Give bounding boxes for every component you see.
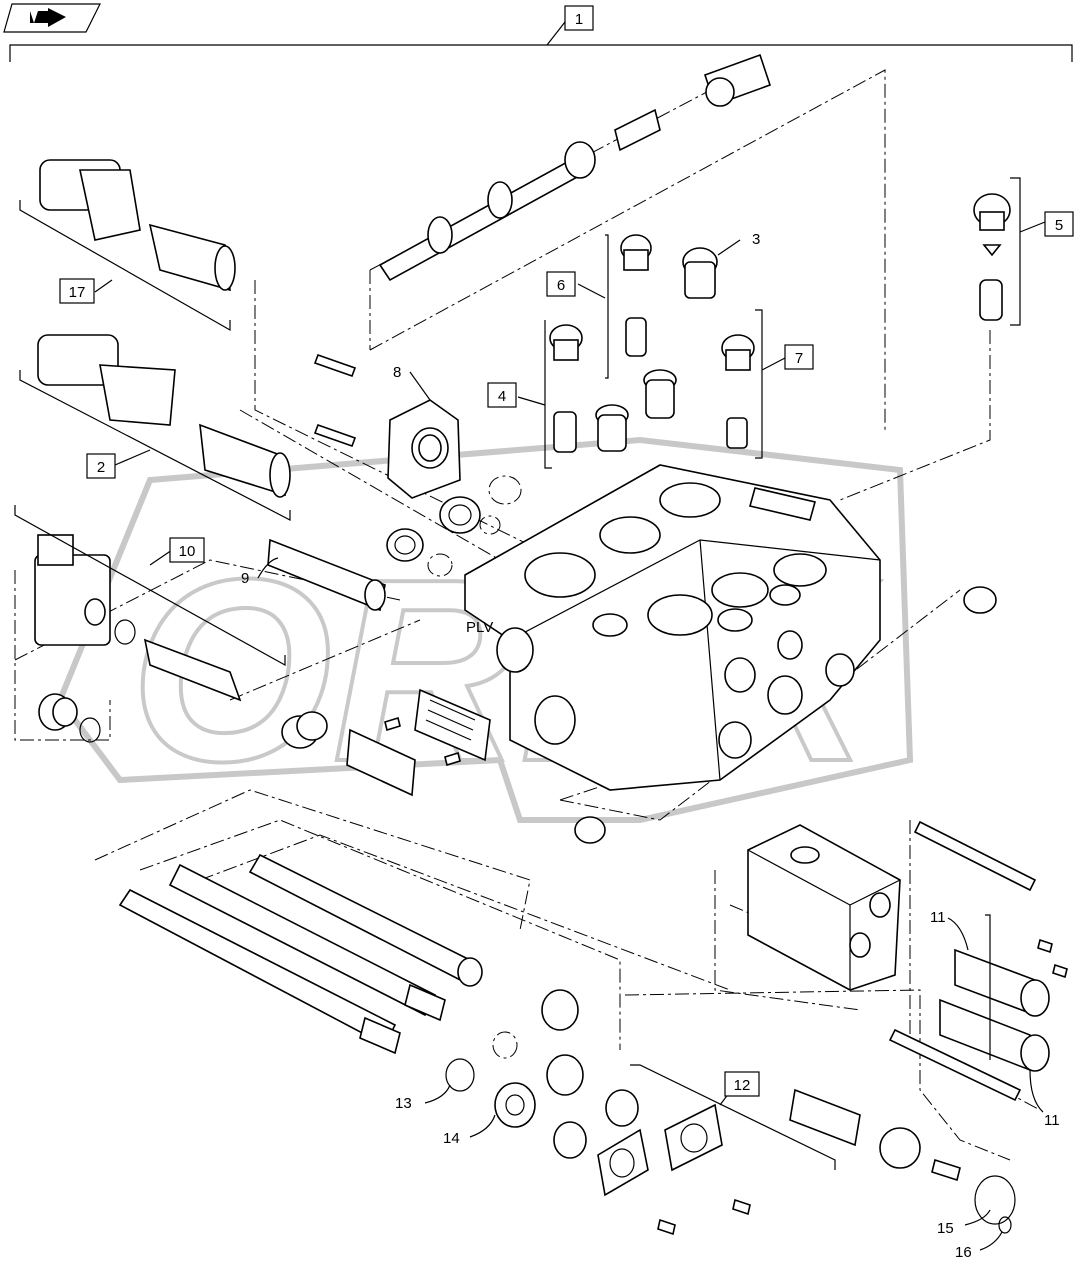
callout-5-label: 5 bbox=[1055, 217, 1063, 234]
group-brackets bbox=[14, 177, 1021, 1170]
callout-11-lower-label[interactable]: 11 bbox=[1044, 1112, 1060, 1129]
callout-1-label: 1 bbox=[575, 11, 583, 28]
callout-12-label: 12 bbox=[734, 1077, 751, 1094]
spool-9 bbox=[267, 538, 386, 612]
top-spool bbox=[378, 53, 772, 282]
solenoid-10 bbox=[34, 534, 242, 743]
callout-10-label: 10 bbox=[179, 543, 196, 560]
callout-7[interactable]: 7 bbox=[784, 344, 814, 370]
callout-1[interactable]: 1 bbox=[564, 5, 594, 31]
callout-8-label[interactable]: 8 bbox=[393, 364, 401, 381]
callout-9-label[interactable]: 9 bbox=[241, 570, 249, 587]
valve-label: PLV bbox=[466, 619, 493, 636]
callout-3-label[interactable]: 3 bbox=[752, 231, 760, 248]
callout-16-label[interactable]: 16 bbox=[955, 1244, 972, 1261]
solenoid-11 bbox=[939, 938, 1068, 1072]
nav-icon-box[interactable] bbox=[3, 3, 101, 33]
callout-7-label: 7 bbox=[795, 350, 803, 367]
seal-rings bbox=[386, 475, 522, 577]
callout-2[interactable]: 2 bbox=[86, 453, 116, 479]
callout-12[interactable]: 12 bbox=[724, 1071, 760, 1097]
callout-11-upper-label[interactable]: 11 bbox=[930, 909, 946, 926]
callout-17[interactable]: 17 bbox=[59, 278, 95, 304]
right-block bbox=[747, 820, 1037, 1102]
callout-14-label[interactable]: 14 bbox=[443, 1130, 460, 1147]
callout-15-label[interactable]: 15 bbox=[937, 1220, 954, 1237]
check-valve-5 bbox=[973, 193, 1011, 321]
callout-5[interactable]: 5 bbox=[1044, 211, 1074, 237]
callout-10[interactable]: 10 bbox=[169, 537, 205, 563]
name-plate bbox=[346, 688, 491, 797]
assembly-bracket bbox=[9, 44, 1073, 62]
block-8 bbox=[313, 353, 461, 499]
lower-seals bbox=[445, 989, 639, 1159]
actuator-2 bbox=[37, 334, 291, 498]
callout-leaders bbox=[94, 221, 1046, 1251]
arrow-right-icon bbox=[30, 8, 66, 27]
callout-2-label: 2 bbox=[97, 459, 105, 476]
lower-spools bbox=[118, 853, 483, 1055]
callout-4-label: 4 bbox=[498, 388, 506, 405]
flanges-12 bbox=[597, 1103, 751, 1236]
callout-6[interactable]: 6 bbox=[546, 271, 576, 297]
lower-spring bbox=[789, 1088, 1016, 1234]
cartridge-group bbox=[549, 234, 755, 453]
actuator-17 bbox=[39, 159, 236, 292]
callout-6-label: 6 bbox=[557, 277, 565, 294]
plug-parts bbox=[38, 586, 997, 844]
callout-4[interactable]: 4 bbox=[487, 382, 517, 408]
valve-body: PLV bbox=[464, 464, 881, 791]
callout-17-label: 17 bbox=[69, 284, 86, 301]
callout-13-label[interactable]: 13 bbox=[395, 1095, 412, 1112]
